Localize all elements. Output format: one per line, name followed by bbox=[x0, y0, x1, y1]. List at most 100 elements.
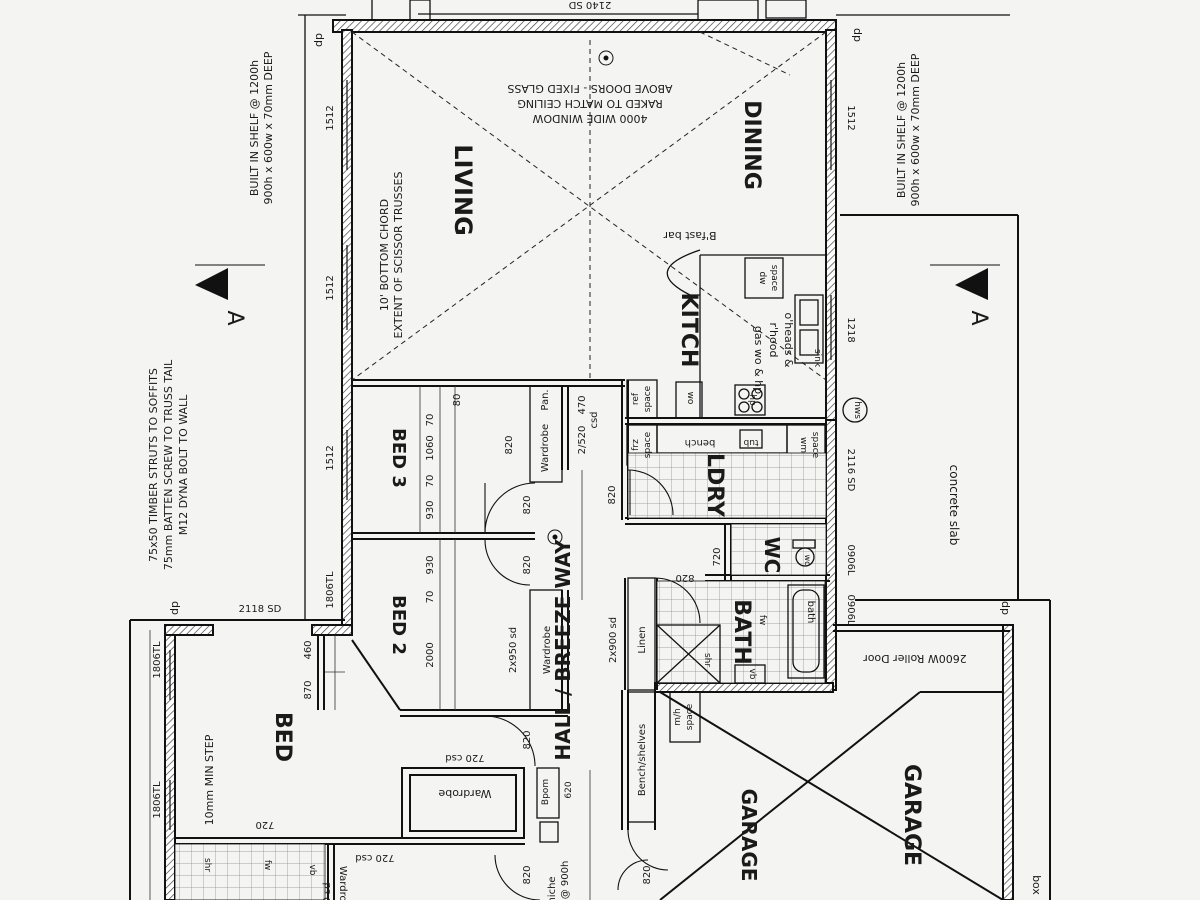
note-struts-3: M12 DYNA BOLT TO WALL bbox=[177, 394, 190, 535]
dim-720-csd: 720 csd bbox=[445, 752, 484, 763]
section-label-left: A bbox=[222, 310, 247, 325]
smoke-detectors bbox=[547, 50, 614, 545]
laundry-tiles bbox=[627, 452, 827, 519]
wc-fixture-label: wc bbox=[803, 555, 812, 566]
section-marker-left bbox=[195, 264, 265, 300]
bath-tiles bbox=[656, 580, 826, 684]
dim-csd-a: csd bbox=[589, 411, 600, 428]
dim-1512-b: 1512 bbox=[325, 275, 336, 300]
top-elements bbox=[298, 0, 1010, 620]
note-struts-1: 75x50 TIMBER STRUTS TO SOFFITS bbox=[147, 368, 160, 562]
vb-ensuite-label: vb bbox=[307, 864, 317, 875]
note-gas: gas wo & hp bbox=[752, 326, 765, 394]
dim-930-b: 930 bbox=[425, 555, 436, 574]
dim-820-h: 820 bbox=[642, 865, 653, 884]
dim-0906-a: 0906L bbox=[845, 544, 856, 575]
dim-460: 460 bbox=[303, 640, 314, 659]
dim-820-d: 820 bbox=[607, 485, 618, 504]
frz-space-label-1: frz bbox=[631, 439, 641, 451]
ref-space-label-2: space bbox=[643, 385, 653, 412]
dimension-lines bbox=[149, 386, 591, 900]
dim-70-c: 70 bbox=[425, 591, 436, 604]
dim-0-sd: 0 sd bbox=[322, 882, 333, 900]
fw-ensuite-label: fw bbox=[262, 860, 272, 870]
dim-870: 870 bbox=[303, 680, 314, 699]
dim-1060: 1060 bbox=[425, 435, 436, 460]
wardrobes bbox=[529, 385, 701, 843]
bath-tub-label: bath bbox=[805, 601, 816, 624]
niche-label-2: @ 900h bbox=[560, 861, 571, 900]
note-struts-2: 75mm BATTEN SCREW TO TRUSS TAIL bbox=[162, 359, 175, 570]
dim-2x950: 2x950 sd bbox=[508, 627, 519, 673]
shr-label: shr bbox=[702, 653, 712, 667]
note-window-1: 4000 WIDE WINDOW bbox=[532, 112, 647, 125]
note-bfast-bar: B'fast bar bbox=[663, 229, 716, 242]
wm-space-label-1: wm bbox=[798, 437, 808, 453]
dim-2000: 2000 bbox=[425, 642, 436, 667]
linen-label: Linen bbox=[637, 626, 648, 653]
room-bed1: BED bbox=[270, 712, 295, 762]
note-rhood-2: o'heads & bbox=[782, 312, 795, 367]
room-dining: DINING bbox=[739, 100, 764, 190]
bpom-label: Bpom bbox=[541, 779, 551, 805]
vb-label: vb bbox=[747, 668, 757, 679]
wardrobe-bed2: Wardrobe bbox=[542, 626, 553, 674]
windows bbox=[169, 80, 832, 830]
mh-space-label-2: space bbox=[685, 703, 695, 730]
note-rhood-1: r'hood bbox=[767, 323, 780, 358]
door-swings bbox=[484, 469, 701, 900]
bath-fixtures bbox=[656, 539, 825, 684]
note-window-2: RAKED TO MATCH CEILING bbox=[517, 97, 662, 110]
wardrobe-bed3: Wardrobe bbox=[540, 424, 551, 472]
bench-label: bench bbox=[685, 437, 716, 448]
dim-2118: 2118 SD bbox=[239, 604, 282, 615]
scissor-truss-diagonals bbox=[351, 31, 827, 381]
hp-label: hp bbox=[747, 394, 757, 406]
bench-shelves-label: Bench/shelves bbox=[637, 724, 648, 796]
dim-2116: 2116 SD bbox=[845, 449, 856, 492]
room-bed2: BED 2 bbox=[388, 595, 409, 655]
wo-label: wo bbox=[685, 392, 695, 405]
niche-label-1: niche bbox=[547, 876, 558, 900]
note-roller-door: 2600W Roller Door bbox=[863, 652, 967, 665]
downpipe-label-1: dp bbox=[312, 33, 325, 47]
note-trusses-2: EXTENT OF SCISSOR TRUSSES bbox=[392, 172, 405, 339]
note-window-3: ABOVE DOORS - FIXED GLASS bbox=[507, 82, 672, 95]
note-trusses-1: 10' BOTTOM CHORD bbox=[378, 199, 391, 311]
dim-0906-b: 0906L bbox=[845, 594, 856, 625]
tub-label: tub bbox=[743, 437, 758, 447]
dim-620: 620 bbox=[564, 781, 574, 798]
wardrobe-ensuite: Wardrobe bbox=[337, 866, 348, 900]
room-wc: WC bbox=[760, 537, 784, 574]
fw-label: fw bbox=[757, 615, 767, 625]
room-laundry: LDRY bbox=[702, 453, 727, 518]
dim-820-f: 820 bbox=[522, 730, 533, 749]
dim-70-b: 70 bbox=[425, 475, 436, 488]
dim-720-wc: 720 bbox=[712, 547, 723, 566]
downpipe-label-3: dp bbox=[168, 601, 181, 615]
room-bed3: BED 3 bbox=[388, 428, 409, 488]
dim-720-csd-b: 720 csd bbox=[355, 852, 394, 863]
dw-space-label-1: dw bbox=[757, 271, 767, 284]
dim-1512-r: 1512 bbox=[845, 105, 856, 130]
dim-1512-a: 1512 bbox=[325, 105, 336, 130]
dim-1218: 1218 bbox=[845, 317, 856, 342]
downpipe-label-4: dp bbox=[998, 601, 1011, 615]
dim-820-b: 820 bbox=[522, 495, 533, 514]
dim-720-c: 720 bbox=[255, 819, 274, 830]
dim-2-520: 2/520 bbox=[577, 426, 588, 455]
mh-space-label-1: m/h bbox=[673, 708, 683, 726]
dim-820-g: 820 bbox=[522, 865, 533, 884]
dw-space-label-2: space bbox=[769, 265, 779, 292]
section-label-right: A bbox=[966, 310, 991, 325]
room-garage-outer: GARAGE bbox=[899, 764, 924, 866]
note-hws: hws bbox=[852, 401, 862, 419]
wardrobe-bed1: Wardrobe bbox=[438, 787, 491, 800]
note-shelf-right-2: 900h x 600w x 70mm DEEP bbox=[909, 53, 922, 206]
room-living: LIVING bbox=[449, 144, 477, 236]
room-kitchen: KITCH bbox=[676, 293, 701, 368]
note-shelf-right-1: BUILT IN SHELF @ 1200h bbox=[895, 62, 908, 198]
shr-ensuite-label: shr bbox=[202, 858, 212, 872]
dim-470: 470 bbox=[577, 395, 588, 414]
